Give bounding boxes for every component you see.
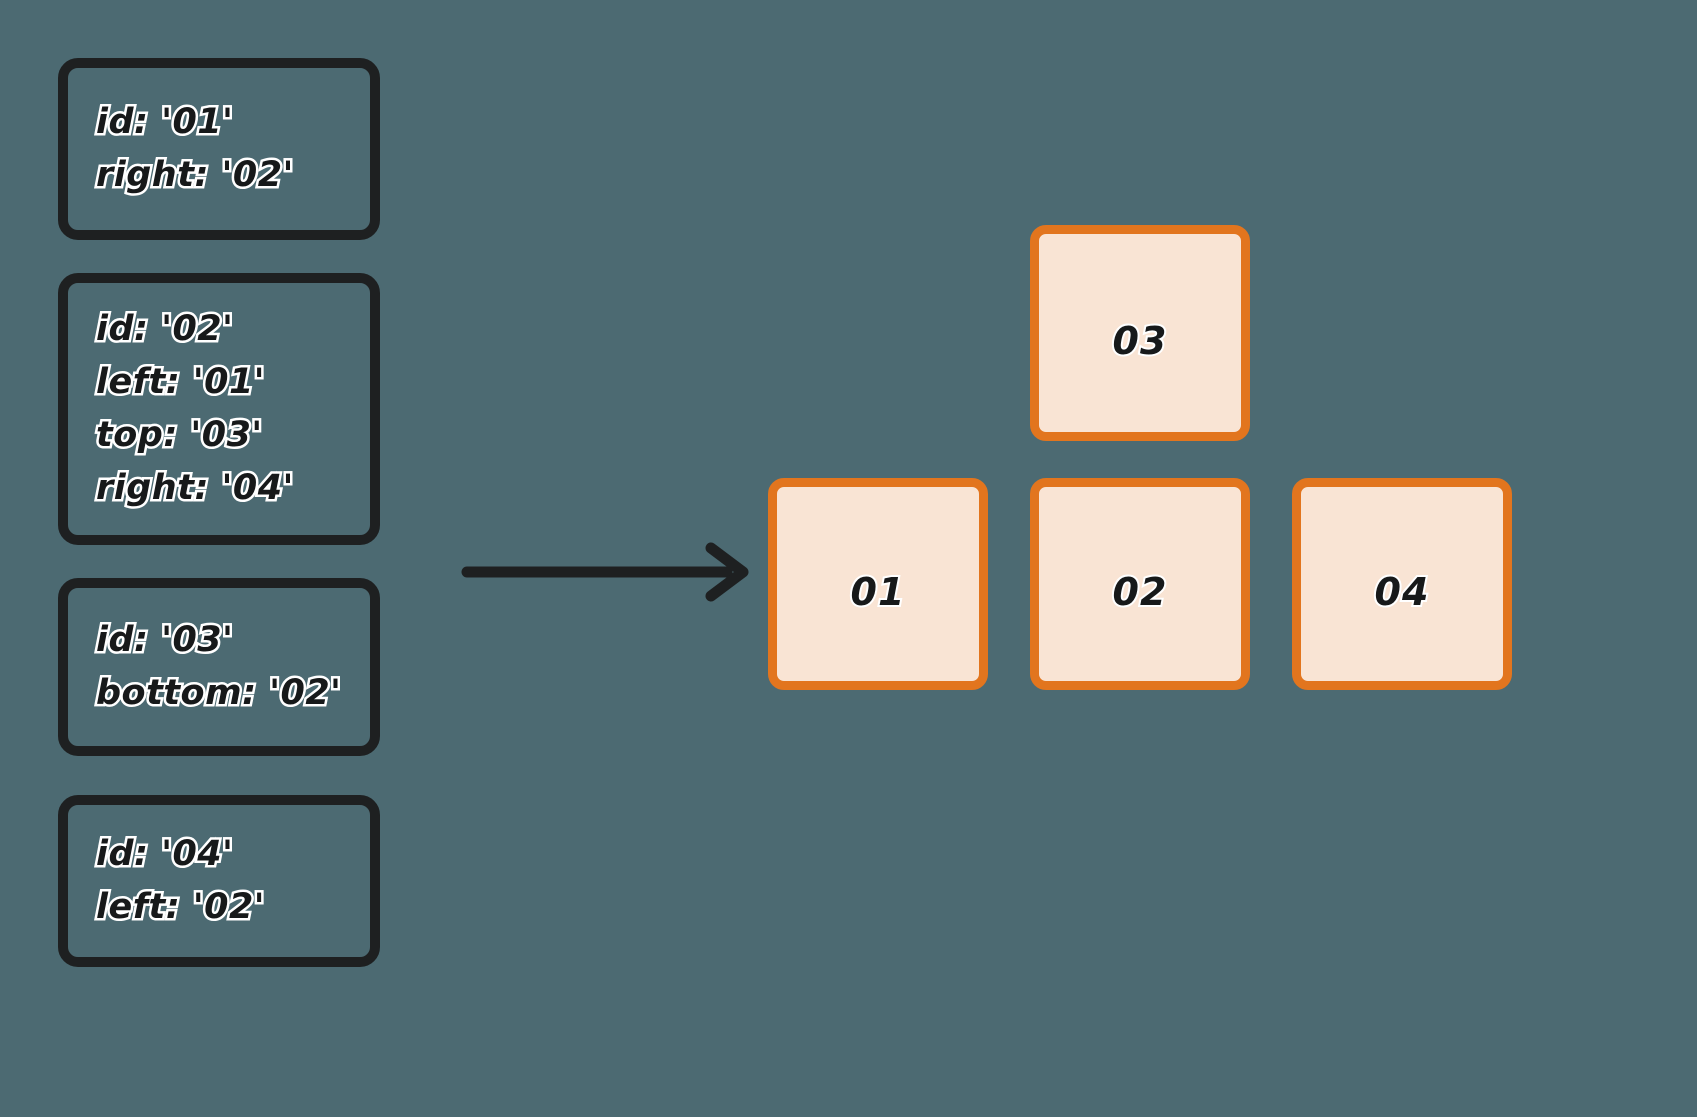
tile-label: 02 bbox=[1111, 568, 1169, 616]
spec-box-node-01: id: '01' right: '02' bbox=[58, 58, 380, 240]
spec-line: id: '03' bbox=[94, 617, 236, 662]
spec-line: id: '02' bbox=[94, 306, 236, 351]
spec-line: id: '01' bbox=[94, 99, 236, 144]
tile-01[interactable]: 01 bbox=[768, 478, 988, 690]
spec-line: left: '02' bbox=[94, 884, 268, 929]
tile-label: 03 bbox=[1111, 317, 1169, 365]
spec-line: right: '02' bbox=[94, 152, 296, 197]
spec-box-lines: id: '03' bottom: '02' bbox=[68, 614, 370, 720]
spec-box-node-02: id: '02' left: '01' top: '03' right: '04' bbox=[58, 273, 380, 545]
spec-box-node-04: id: '04' left: '02' bbox=[58, 795, 380, 967]
spec-box-lines: id: '02' left: '01' top: '03' right: '04' bbox=[68, 303, 370, 516]
spec-line: id: '04' bbox=[94, 831, 236, 876]
tile-03[interactable]: 03 bbox=[1030, 225, 1250, 441]
spec-line: top: '03' bbox=[94, 412, 265, 457]
mapping-arrow bbox=[461, 542, 749, 602]
tile-02[interactable]: 02 bbox=[1030, 478, 1250, 690]
arrow-head-icon bbox=[705, 542, 749, 602]
tile-label: 01 bbox=[849, 568, 907, 616]
spec-box-node-03: id: '03' bottom: '02' bbox=[58, 578, 380, 756]
tile-label: 04 bbox=[1373, 568, 1431, 616]
spec-box-lines: id: '01' right: '02' bbox=[68, 96, 370, 202]
spec-line: bottom: '02' bbox=[94, 670, 344, 715]
spec-box-lines: id: '04' left: '02' bbox=[68, 828, 370, 934]
tile-04[interactable]: 04 bbox=[1292, 478, 1512, 690]
spec-line: right: '04' bbox=[94, 466, 296, 511]
spec-line: left: '01' bbox=[94, 359, 268, 404]
